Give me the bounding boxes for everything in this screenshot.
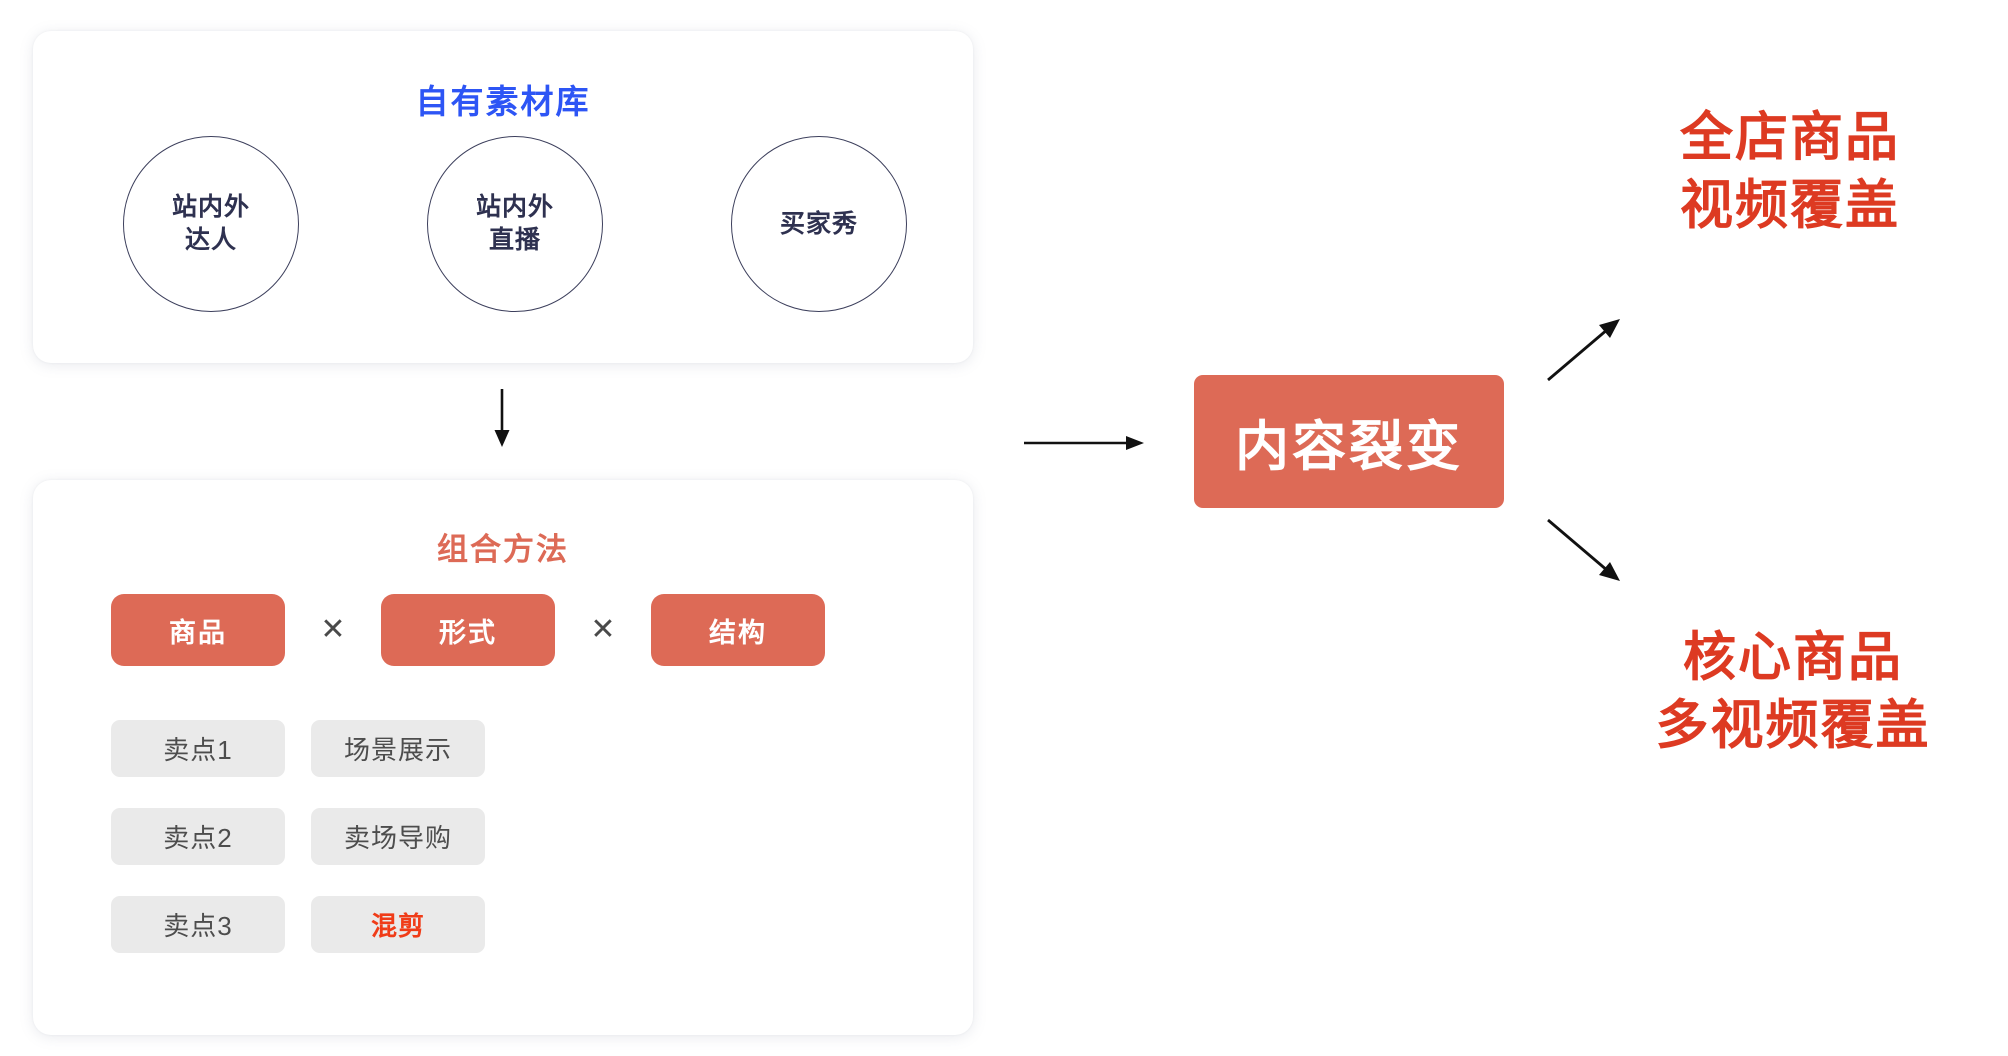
chip-label: 场景展示	[343, 735, 452, 765]
multiply-icon: ✕	[320, 613, 346, 646]
circle-inside-outside-livestream[interactable]: 站内外 直播	[427, 136, 603, 312]
pill-format[interactable]: 形式	[381, 594, 555, 666]
arrow-up-right-icon	[1547, 319, 1620, 382]
format-options-column: 场景展示 卖场导购 混剪	[311, 720, 485, 953]
pill-label: 商品	[169, 617, 227, 648]
circle-label: 买家秀	[779, 209, 858, 238]
outcome-core-product-multi-video-coverage: 核心商品 多视频覆盖	[1655, 628, 1931, 755]
chip-label: 卖场导购	[343, 823, 452, 853]
chip-label: 卖点2	[163, 823, 233, 853]
chip-label: 卖点1	[163, 735, 233, 765]
combination-formula-row: 商品 ✕ 形式 ✕ 结构	[33, 594, 973, 666]
pill-structure[interactable]: 结构	[651, 594, 825, 666]
product-options-column: 卖点1 卖点2 卖点3	[111, 720, 285, 953]
arrow-down-right-icon	[1547, 518, 1620, 581]
circle-label: 站内外 达人	[171, 193, 250, 254]
chip-option-highlighted[interactable]: 混剪	[311, 896, 485, 953]
chip-label: 混剪	[370, 911, 425, 941]
arrow-down-icon	[494, 389, 510, 447]
circle-inside-outside-influencer[interactable]: 站内外 达人	[123, 136, 299, 312]
multiply-icon: ✕	[590, 613, 616, 646]
outcome-all-store-product-video-coverage: 全店商品 视频覆盖	[1680, 108, 1900, 235]
arrow-right-icon	[1024, 436, 1144, 450]
source-library-card: 自有素材库 站内外 达人 站内外 直播 买家秀	[33, 31, 973, 363]
source-library-title: 自有素材库	[415, 83, 591, 120]
chip-option[interactable]: 卖点1	[111, 720, 285, 777]
option-chip-grid: 卖点1 卖点2 卖点3 场景展示 卖场导购 混剪	[111, 720, 485, 953]
content-fission-label: 内容裂变	[1235, 417, 1463, 477]
chip-option[interactable]: 卖点3	[111, 896, 285, 953]
pill-product[interactable]: 商品	[111, 594, 285, 666]
combination-method-card: 组合方法 商品 ✕ 形式 ✕ 结构 卖点1 卖点2	[33, 480, 973, 1035]
pill-label: 形式	[439, 617, 497, 648]
pill-label: 结构	[709, 617, 767, 648]
chip-label: 卖点3	[163, 911, 233, 941]
content-fission-box[interactable]: 内容裂变	[1194, 375, 1504, 508]
chip-option[interactable]: 卖场导购	[311, 808, 485, 865]
circle-label: 站内外 直播	[475, 193, 554, 254]
combination-method-title: 组合方法	[437, 532, 569, 567]
source-circle-row: 站内外 达人 站内外 直播 买家秀	[33, 136, 973, 312]
circle-buyer-show[interactable]: 买家秀	[731, 136, 907, 312]
chip-option[interactable]: 卖点2	[111, 808, 285, 865]
chip-option[interactable]: 场景展示	[311, 720, 485, 777]
